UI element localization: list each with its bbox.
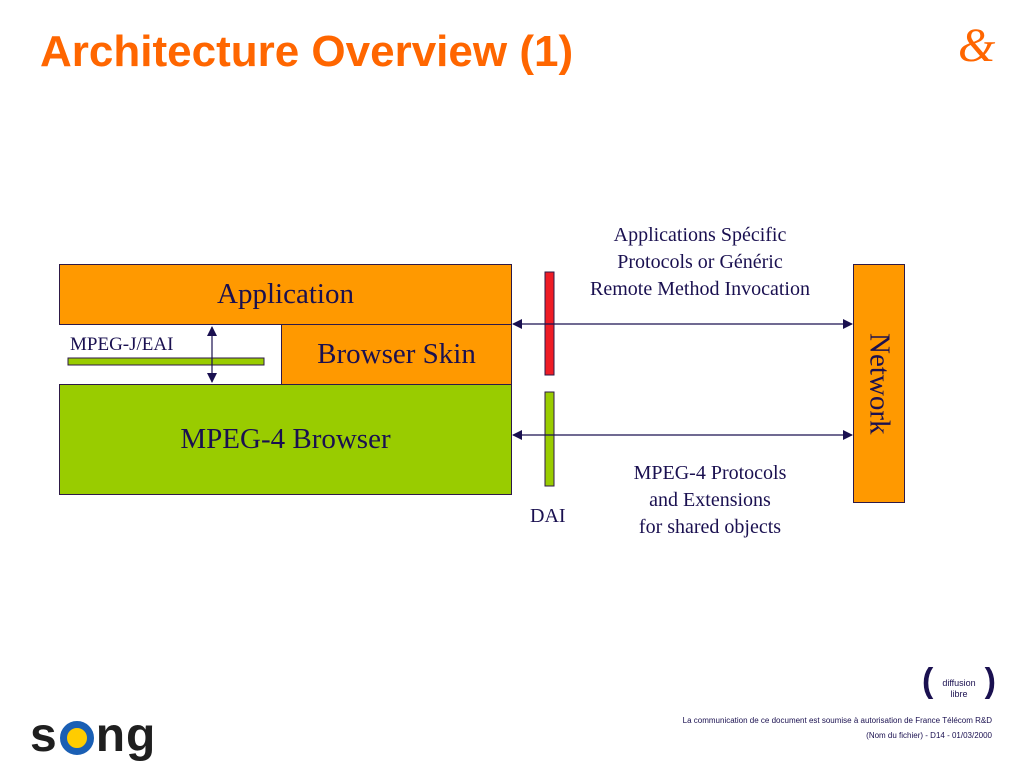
application-box: Application <box>59 264 512 325</box>
network-box: Network <box>853 264 905 503</box>
browser-skin-label: Browser Skin <box>317 338 476 370</box>
bottom-protocol-line: and Extensions <box>649 489 771 511</box>
protocol-red-bar <box>544 271 555 376</box>
footer-file-info: (Nom du fichier) - D14 - 01/03/2000 <box>866 731 992 740</box>
right-paren-icon: ) <box>984 662 996 700</box>
top-protocol-line: Remote Method Invocation <box>590 278 810 300</box>
dai-bar <box>544 391 555 487</box>
top-protocol-line: Protocols or Généric <box>617 251 783 273</box>
diffusion-libre-badge: ( diffusion libre ) <box>922 664 996 706</box>
browser-skin-box: Browser Skin <box>281 324 512 385</box>
mpegj-eai-bar <box>67 357 265 366</box>
mpegj-eai-label: MPEG-J/EAI <box>70 334 174 355</box>
song-logo-s: s <box>30 709 58 762</box>
top-protocol-label: Applications Spécific Protocols or Génér… <box>570 222 830 303</box>
ampersand-logo-icon: & <box>958 19 996 72</box>
footer-notice: La communication de ce document est soum… <box>682 716 992 725</box>
bottom-protocol-line: MPEG-4 Protocols <box>633 462 787 484</box>
mpeg4-browser-box: MPEG-4 Browser <box>59 384 512 495</box>
application-label: Application <box>217 278 354 310</box>
song-logo-ng: ng <box>95 709 157 762</box>
left-paren-icon: ( <box>922 662 934 700</box>
diffusion-libre-text: diffusion libre <box>922 678 996 700</box>
slide-title: Architecture Overview (1) <box>40 27 574 76</box>
diffusion-line: diffusion <box>942 678 976 688</box>
dai-label: DAI <box>530 505 566 527</box>
top-protocol-line: Applications Spécific <box>613 224 787 246</box>
song-logo-o <box>59 721 94 755</box>
network-label: Network <box>863 332 896 435</box>
bottom-protocol-label: MPEG-4 Protocols and Extensions for shar… <box>600 460 820 541</box>
bottom-protocol-line: for shared objects <box>638 516 782 538</box>
mpeg4-browser-label: MPEG-4 Browser <box>180 423 391 455</box>
diffusion-line: libre <box>950 689 968 699</box>
